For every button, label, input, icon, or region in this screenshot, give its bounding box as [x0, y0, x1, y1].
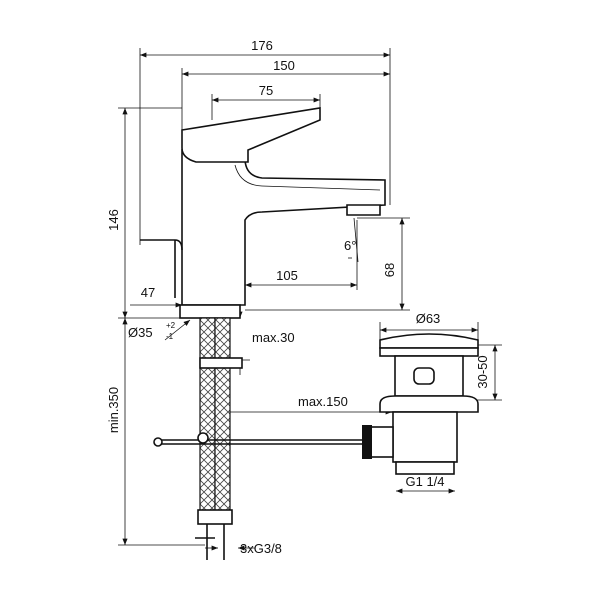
dim-68: 68 — [382, 263, 397, 277]
dim-47: 47 — [141, 285, 155, 300]
dim-drain-diameter: Ø63 — [416, 311, 441, 326]
dim-max-30: max.30 — [252, 330, 295, 345]
pop-up-rod — [153, 432, 365, 447]
dim-75: 75 — [259, 83, 273, 98]
dim-146: 146 — [106, 209, 121, 231]
dim-angle: 6° — [344, 238, 356, 253]
dim-105: 105 — [276, 268, 298, 283]
dimension-lines — [122, 52, 498, 551]
dim-150: 150 — [273, 58, 295, 73]
drain-waste — [362, 333, 479, 475]
supply-hoses — [195, 317, 243, 560]
dim-max-150: max.150 — [298, 394, 348, 409]
dim-drain-height: 30-50 — [475, 355, 490, 388]
dim-hole-tol-minus: -1 — [166, 332, 174, 341]
dim-176: 176 — [251, 38, 273, 53]
dim-hose-thread: 3xG3/8 — [240, 541, 282, 556]
dim-min-350: min.350 — [106, 387, 121, 433]
faucet-body — [140, 107, 386, 319]
dim-drain-thread: G1 1/4 — [405, 474, 444, 489]
dim-hole-diameter: Ø35 — [128, 325, 153, 340]
dim-hole-tol-plus: +2 — [166, 321, 176, 330]
